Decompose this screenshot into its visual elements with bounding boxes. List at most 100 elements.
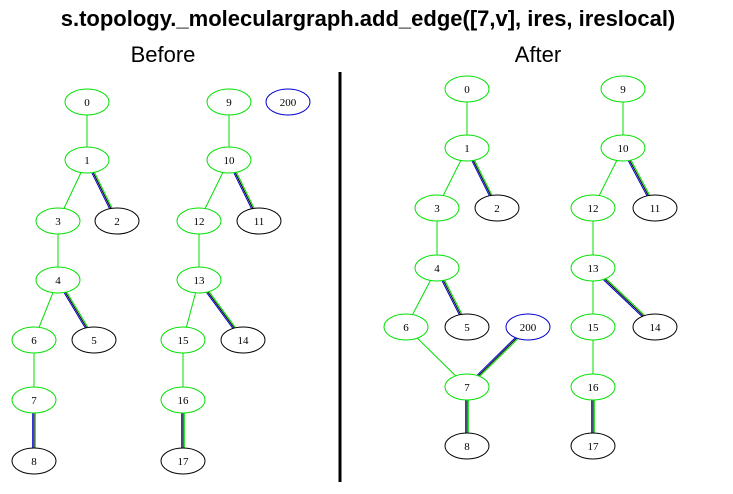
- node-3: 3: [35, 207, 81, 235]
- edge-16-17: [181, 413, 185, 448]
- edge-13-14: [206, 290, 236, 330]
- edge-stroke: [628, 160, 648, 197]
- node-ellipse: [11, 386, 57, 414]
- node-ellipse: [176, 266, 222, 294]
- edge-7-8: [465, 400, 469, 433]
- edge-stroke: [63, 292, 86, 329]
- edge-stroke: [603, 279, 643, 318]
- node-12: 12: [570, 194, 616, 222]
- node-11: 11: [236, 207, 282, 235]
- node-label: 14: [650, 322, 662, 334]
- node-2: 2: [474, 194, 520, 222]
- node-ellipse: [600, 75, 646, 103]
- node-label: 8: [31, 456, 37, 468]
- edge-4-5: [63, 291, 89, 329]
- edge-13-15: [185, 292, 197, 328]
- node-ellipse: [94, 207, 140, 235]
- edge-stroke: [64, 291, 88, 329]
- node-label: 200: [280, 97, 297, 109]
- node-ellipse: [64, 88, 110, 116]
- node-ellipse: [444, 134, 490, 162]
- node-ellipse: [265, 88, 311, 116]
- node-label: 1: [464, 143, 470, 155]
- node-6: 6: [383, 313, 429, 341]
- before-panel-label: Before: [131, 42, 196, 67]
- node-label: 15: [588, 322, 600, 334]
- node-ellipse: [444, 313, 490, 341]
- edge-7-8: [32, 413, 36, 448]
- node-label: 9: [620, 84, 626, 96]
- node-label: 12: [588, 203, 599, 215]
- edge-4-6: [412, 280, 431, 315]
- edge-stroke: [207, 291, 235, 329]
- node-label: 13: [588, 263, 600, 275]
- edge-1-2: [471, 159, 493, 197]
- edge-stroke: [208, 290, 236, 328]
- edge-stroke: [204, 172, 224, 209]
- node-ellipse: [444, 75, 490, 103]
- edge-stroke: [598, 160, 618, 196]
- node-12: 12: [176, 207, 222, 235]
- edge-stroke: [630, 159, 650, 196]
- node-ellipse: [11, 447, 57, 475]
- node-ellipse: [35, 207, 81, 235]
- node-15: 15: [570, 313, 616, 341]
- node-label: 8: [464, 441, 470, 453]
- node-10: 10: [600, 134, 646, 162]
- node-6: 6: [11, 326, 57, 354]
- node-label: 3: [55, 216, 61, 228]
- node-ellipse: [160, 326, 206, 354]
- node-ellipse: [160, 447, 206, 475]
- edge-stroke: [412, 280, 431, 315]
- node-ellipse: [220, 326, 266, 354]
- node-9: 9: [600, 75, 646, 103]
- node-5: 5: [71, 326, 117, 354]
- node-ellipse: [206, 88, 252, 116]
- node-label: 15: [178, 335, 190, 347]
- edge-stroke: [444, 279, 463, 315]
- node-1: 1: [64, 146, 110, 174]
- edge-stroke: [605, 277, 645, 316]
- edge-stroke: [471, 160, 491, 197]
- node-label: 16: [588, 382, 600, 394]
- node-label: 6: [403, 322, 409, 334]
- node-ellipse: [444, 373, 490, 401]
- edge-stroke: [416, 337, 457, 377]
- node-5: 5: [444, 313, 490, 341]
- node-3: 3: [414, 194, 460, 222]
- edge-stroke: [234, 172, 254, 209]
- edge-stroke: [442, 160, 462, 196]
- node-label: 200: [520, 322, 537, 334]
- node-16: 16: [570, 373, 616, 401]
- node-ellipse: [570, 313, 616, 341]
- edge-200-7: [477, 336, 518, 378]
- node-ellipse: [71, 326, 117, 354]
- node-label: 12: [194, 216, 205, 228]
- node-4: 4: [414, 254, 460, 282]
- node-4: 4: [35, 266, 81, 294]
- edge-stroke: [92, 172, 112, 209]
- edge-stroke: [91, 172, 111, 210]
- node-16: 16: [160, 386, 206, 414]
- after-edges: [412, 102, 650, 433]
- node-ellipse: [570, 254, 616, 282]
- edge-stroke: [442, 280, 462, 315]
- node-ellipse: [632, 313, 678, 341]
- node-17: 17: [570, 432, 616, 460]
- node-label: 5: [91, 335, 97, 347]
- node-label: 7: [31, 395, 37, 407]
- edge-stroke: [604, 278, 644, 317]
- edge-stroke: [477, 337, 518, 377]
- edge-16-17: [591, 400, 595, 433]
- node-ellipse: [570, 373, 616, 401]
- edge-10-11: [628, 159, 650, 197]
- node-11: 11: [632, 194, 678, 222]
- node-ellipse: [64, 146, 110, 174]
- diagram-title: s.topology._moleculargraph.add_edge([7,v…: [61, 6, 676, 31]
- edge-4-6: [38, 292, 54, 328]
- edge-13-14: [603, 277, 645, 318]
- edge-stroke: [38, 292, 54, 328]
